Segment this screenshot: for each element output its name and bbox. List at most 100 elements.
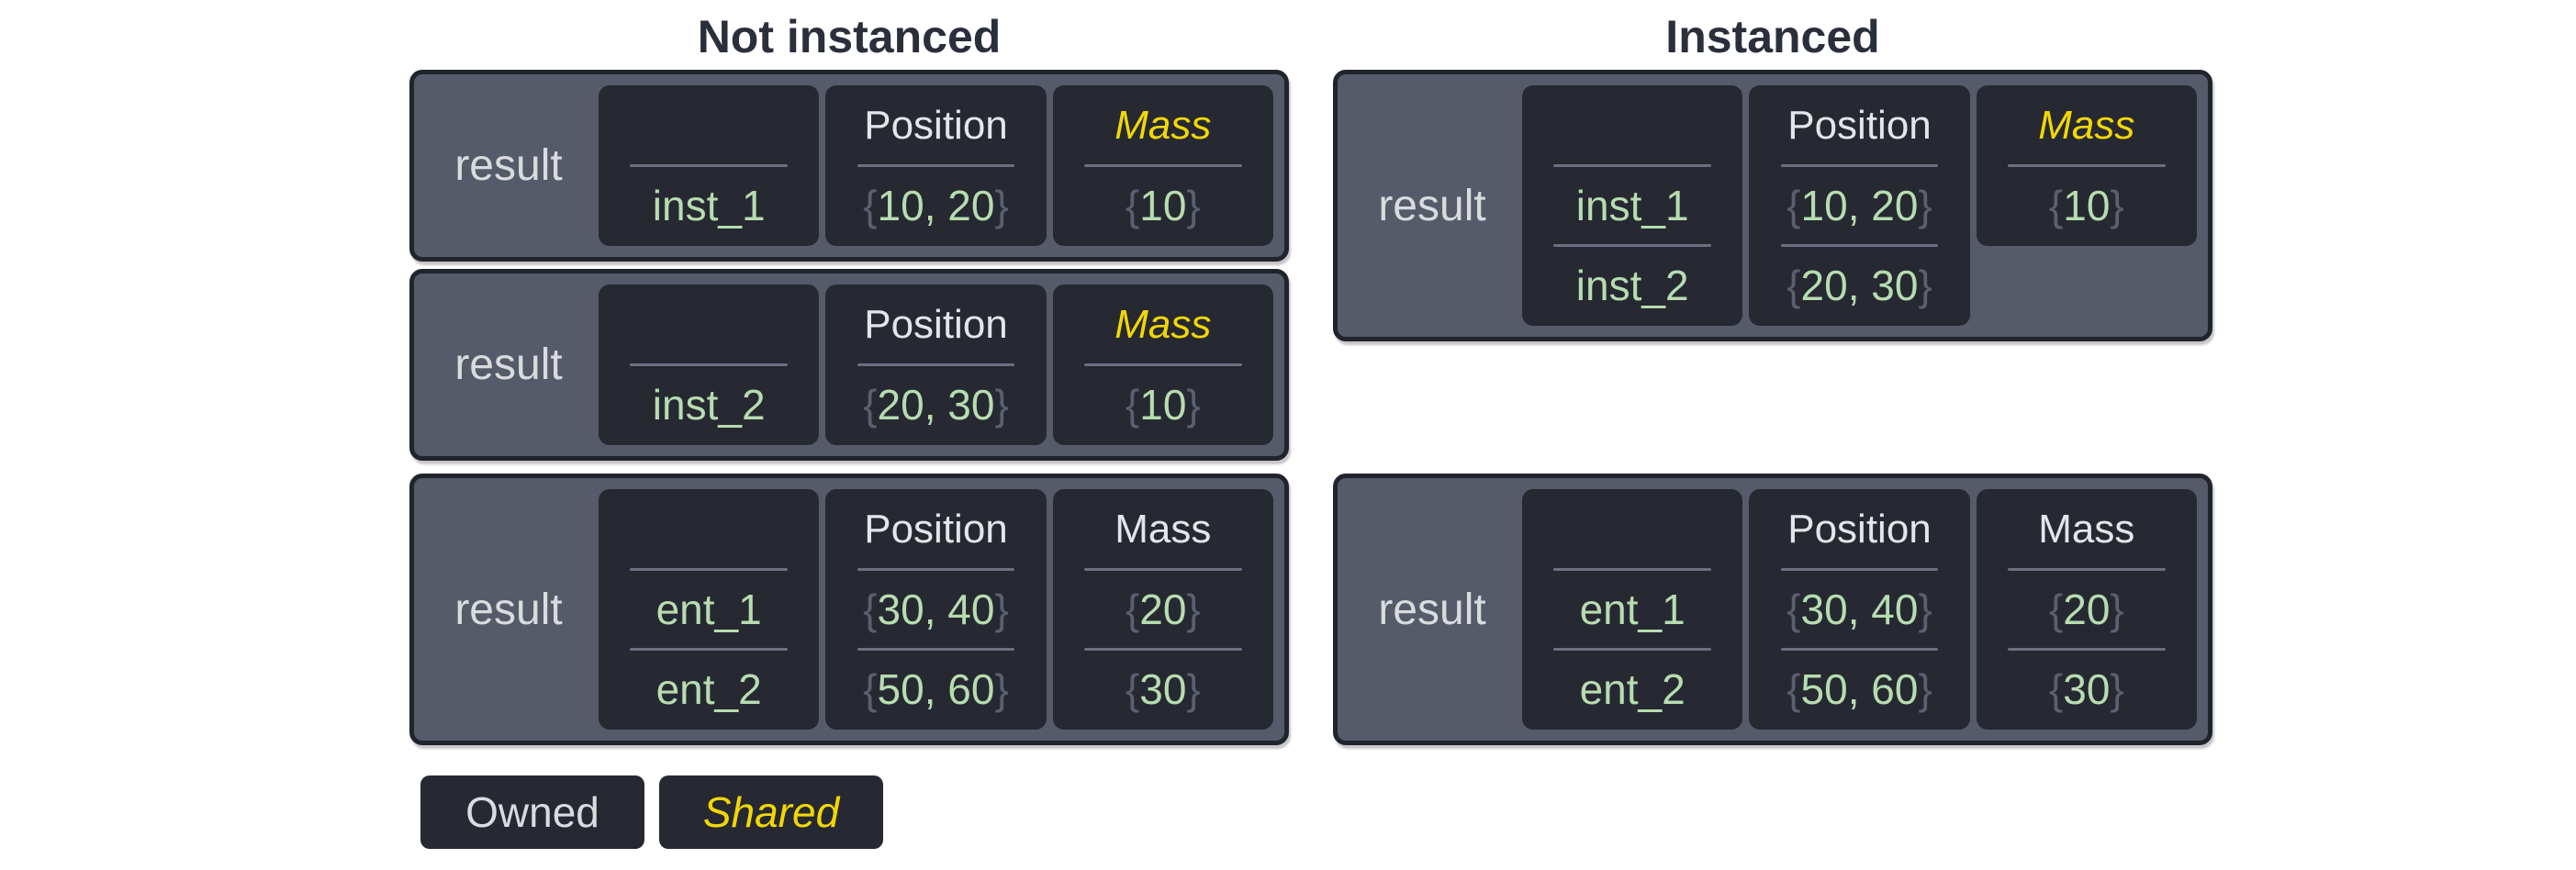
position-header: Position	[864, 302, 1008, 347]
open-brace: {	[2048, 586, 2064, 633]
entities-header	[608, 496, 810, 563]
open-brace: {	[1125, 586, 1140, 633]
close-brace: }	[2110, 586, 2124, 633]
open-brace: {	[1786, 262, 1801, 309]
position-header: Position	[1787, 103, 1932, 148]
divider	[857, 568, 1015, 571]
entities-header	[608, 292, 810, 358]
divider	[1083, 568, 1242, 571]
archetype-table-entities-left: result ent_1 ent_2 Position {30, 40} {50…	[409, 474, 1289, 745]
mass-column: Mass {10}	[1052, 85, 1273, 246]
mass-value: {10}	[1062, 372, 1264, 438]
entity-name: inst_1	[1575, 182, 1689, 229]
position-value: {20, 30}	[834, 372, 1036, 438]
divider	[1083, 164, 1242, 167]
legend-chip-owned: Owned	[420, 775, 644, 849]
section-title-not-instanced: Not instanced	[697, 11, 1002, 62]
open-brace: {	[863, 381, 878, 429]
legend-chip-shared: Shared	[659, 775, 883, 849]
archetype-table-inst2: result inst_2 Position {20, 30} Mass {10…	[409, 269, 1289, 461]
position-value: {50, 60}	[834, 656, 1036, 722]
mass-value: {10}	[1986, 173, 2188, 239]
position-numbers: 20, 30	[1800, 262, 1919, 309]
entity-name: ent_1	[1579, 586, 1686, 633]
position-numbers: 30, 40	[1800, 586, 1919, 633]
position-column: Position {30, 40} {50, 60}	[1749, 489, 1970, 730]
divider	[1780, 648, 1939, 651]
entities-column: inst_1	[599, 85, 820, 246]
mass-column-shared-single: Mass {10}	[1976, 85, 2197, 246]
entity-name: inst_2	[1575, 262, 1689, 309]
divider	[1083, 648, 1242, 651]
mass-numbers: 10	[2063, 182, 2111, 229]
divider	[1780, 164, 1939, 167]
position-numbers: 50, 60	[1800, 665, 1919, 713]
divider	[857, 363, 1015, 366]
close-brace: }	[994, 586, 1009, 633]
close-brace: }	[1918, 586, 1932, 633]
mass-header: Mass	[2038, 507, 2135, 552]
open-brace: {	[1786, 182, 1801, 229]
archetype-table-instanced: result inst_1 inst_2 Position {10, 20} {…	[1333, 70, 2212, 341]
mass-numbers: 20	[1139, 586, 1187, 633]
divider	[630, 363, 789, 366]
position-value: {10, 20}	[1758, 173, 1960, 239]
position-header: Position	[1787, 507, 1932, 552]
mass-numbers: 10	[1139, 182, 1187, 229]
open-brace: {	[2048, 665, 2064, 713]
entities-header	[1531, 93, 1733, 159]
close-brace: }	[994, 381, 1009, 429]
close-brace: }	[1918, 262, 1932, 309]
entity-name: inst_2	[652, 381, 766, 429]
result-label: result	[1378, 585, 1486, 634]
position-value: {50, 60}	[1758, 656, 1960, 722]
entities-column: inst_2	[599, 284, 820, 445]
position-numbers: 20, 30	[877, 381, 995, 429]
divider	[1083, 363, 1242, 366]
close-brace: }	[1918, 665, 1932, 713]
divider	[630, 648, 789, 651]
section-title-instanced: Instanced	[1665, 11, 1880, 62]
mass-header-shared: Mass	[1114, 103, 1212, 148]
legend: Owned Shared	[420, 775, 883, 849]
mass-value: {10}	[1062, 173, 1264, 239]
mass-numbers: 30	[2063, 665, 2111, 713]
open-brace: {	[1786, 586, 1801, 633]
divider	[1553, 244, 1712, 247]
entity-name: inst_1	[652, 182, 766, 229]
mass-value: {20}	[1062, 576, 1264, 642]
divider	[1553, 648, 1712, 651]
divider	[857, 648, 1015, 651]
close-brace: }	[1918, 182, 1932, 229]
mass-numbers: 30	[1139, 665, 1187, 713]
divider	[1553, 568, 1712, 571]
entities-header	[1531, 496, 1733, 563]
open-brace: {	[1125, 665, 1140, 713]
divider	[1780, 568, 1939, 571]
position-header: Position	[864, 103, 1008, 148]
position-numbers: 10, 20	[1800, 182, 1919, 229]
position-column: Position {30, 40} {50, 60}	[825, 489, 1047, 730]
mass-numbers: 20	[2063, 586, 2111, 633]
position-numbers: 10, 20	[877, 182, 995, 229]
entities-column: inst_1 inst_2	[1522, 85, 1743, 326]
result-label: result	[454, 141, 563, 190]
entities-column: ent_1 ent_2	[599, 489, 820, 730]
close-brace: }	[1186, 381, 1201, 429]
close-brace: }	[1186, 182, 1201, 229]
divider	[1553, 164, 1712, 167]
position-column: Position {10, 20}	[825, 85, 1047, 246]
position-value: {30, 40}	[834, 576, 1036, 642]
position-header: Position	[864, 507, 1008, 552]
archetype-table-entities-right: result ent_1 ent_2 Position {30, 40} {50…	[1333, 474, 2212, 745]
open-brace: {	[1125, 381, 1140, 429]
result-label: result	[454, 340, 563, 389]
open-brace: {	[863, 665, 878, 713]
divider	[2007, 648, 2166, 651]
entity-name: ent_2	[1579, 665, 1686, 713]
divider	[2007, 568, 2166, 571]
mass-value: {20}	[1986, 576, 2188, 642]
position-numbers: 50, 60	[877, 665, 995, 713]
close-brace: }	[1186, 586, 1201, 633]
